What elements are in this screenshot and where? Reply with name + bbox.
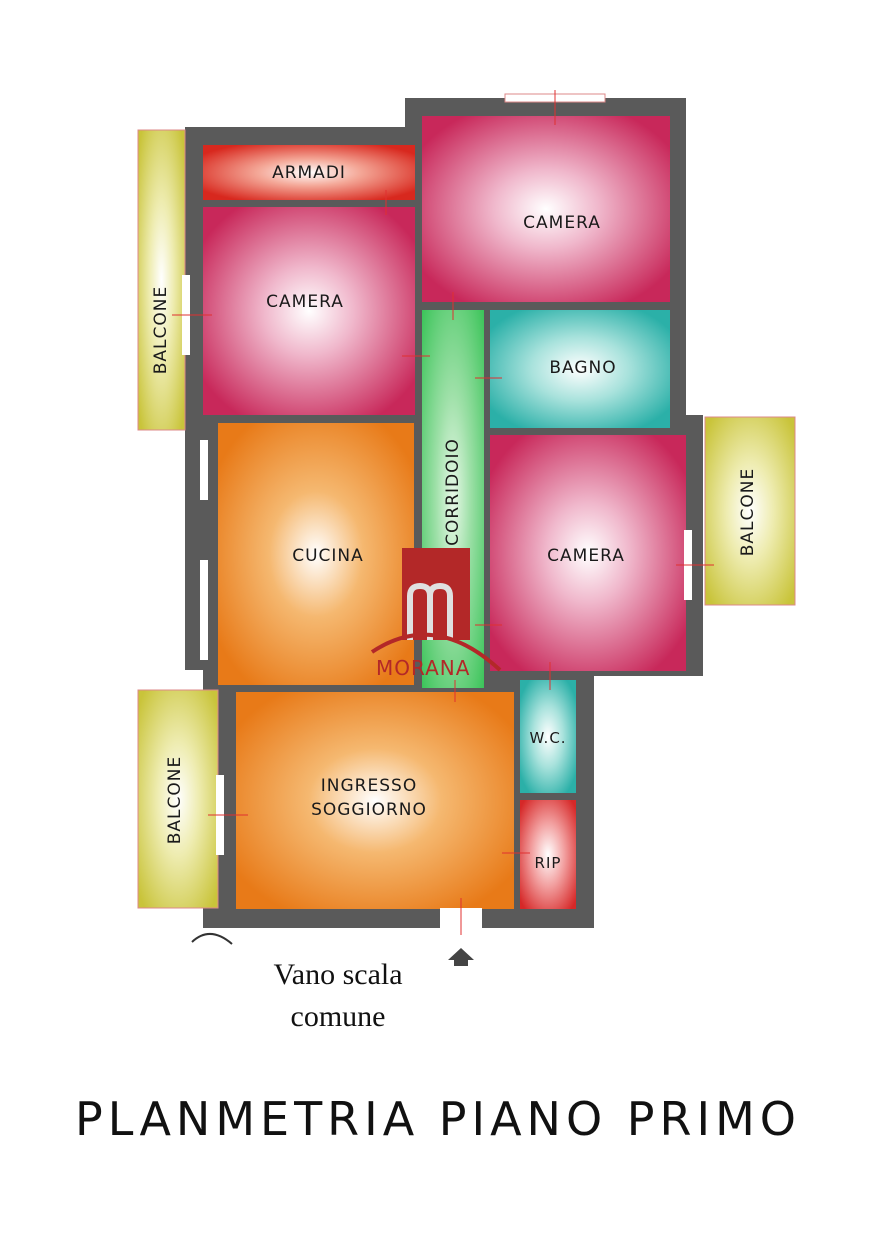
- label-balcone-right: BALCONE: [738, 468, 758, 556]
- label-balcone-left-bottom: BALCONE: [165, 756, 185, 844]
- balcone-right: [704, 416, 796, 606]
- bagno-room: [490, 310, 670, 428]
- page-title: PLANMETRIA PIANO PRIMO: [75, 1092, 801, 1146]
- label-camera-mid-right: CAMERA: [547, 546, 625, 566]
- cucina-room: [218, 423, 414, 685]
- label-rip: RIP: [535, 854, 562, 872]
- camera-mid-right-room: [490, 435, 686, 671]
- label-armadi: ARMADI: [272, 163, 346, 183]
- wc-room: [520, 680, 576, 793]
- label-wc: W.C.: [529, 729, 566, 747]
- label-soggiorno: SOGGIORNO: [311, 800, 427, 820]
- label-ingresso: INGRESSO: [321, 776, 417, 796]
- label-balcone-left-top: BALCONE: [151, 286, 171, 374]
- entrance-arrow-icon: [448, 948, 474, 966]
- label-camera-top-right: CAMERA: [523, 213, 601, 233]
- morana-logo: MORANA: [370, 548, 502, 680]
- door-markers: [172, 90, 714, 935]
- stair-caption-line1: Vano scala: [273, 958, 403, 991]
- entrance-arc: [191, 933, 233, 945]
- stair-caption-line2: comune: [290, 1000, 386, 1033]
- window: [200, 560, 208, 660]
- label-bagno: BAGNO: [549, 358, 616, 378]
- ingresso-room: [236, 692, 514, 909]
- camera-left-room: [203, 207, 415, 415]
- armadi-room: [203, 145, 415, 200]
- camera-top-right-room: [422, 116, 670, 302]
- label-corridoio: CORRIDOIO: [443, 438, 463, 546]
- balcone-left-top: [137, 129, 186, 431]
- balcone-left-bottom: [137, 689, 219, 909]
- rip-room: [520, 800, 576, 909]
- window: [200, 440, 208, 500]
- label-cucina: CUCINA: [292, 546, 364, 566]
- logo-text: MORANA: [376, 656, 470, 680]
- label-camera-left: CAMERA: [266, 292, 344, 312]
